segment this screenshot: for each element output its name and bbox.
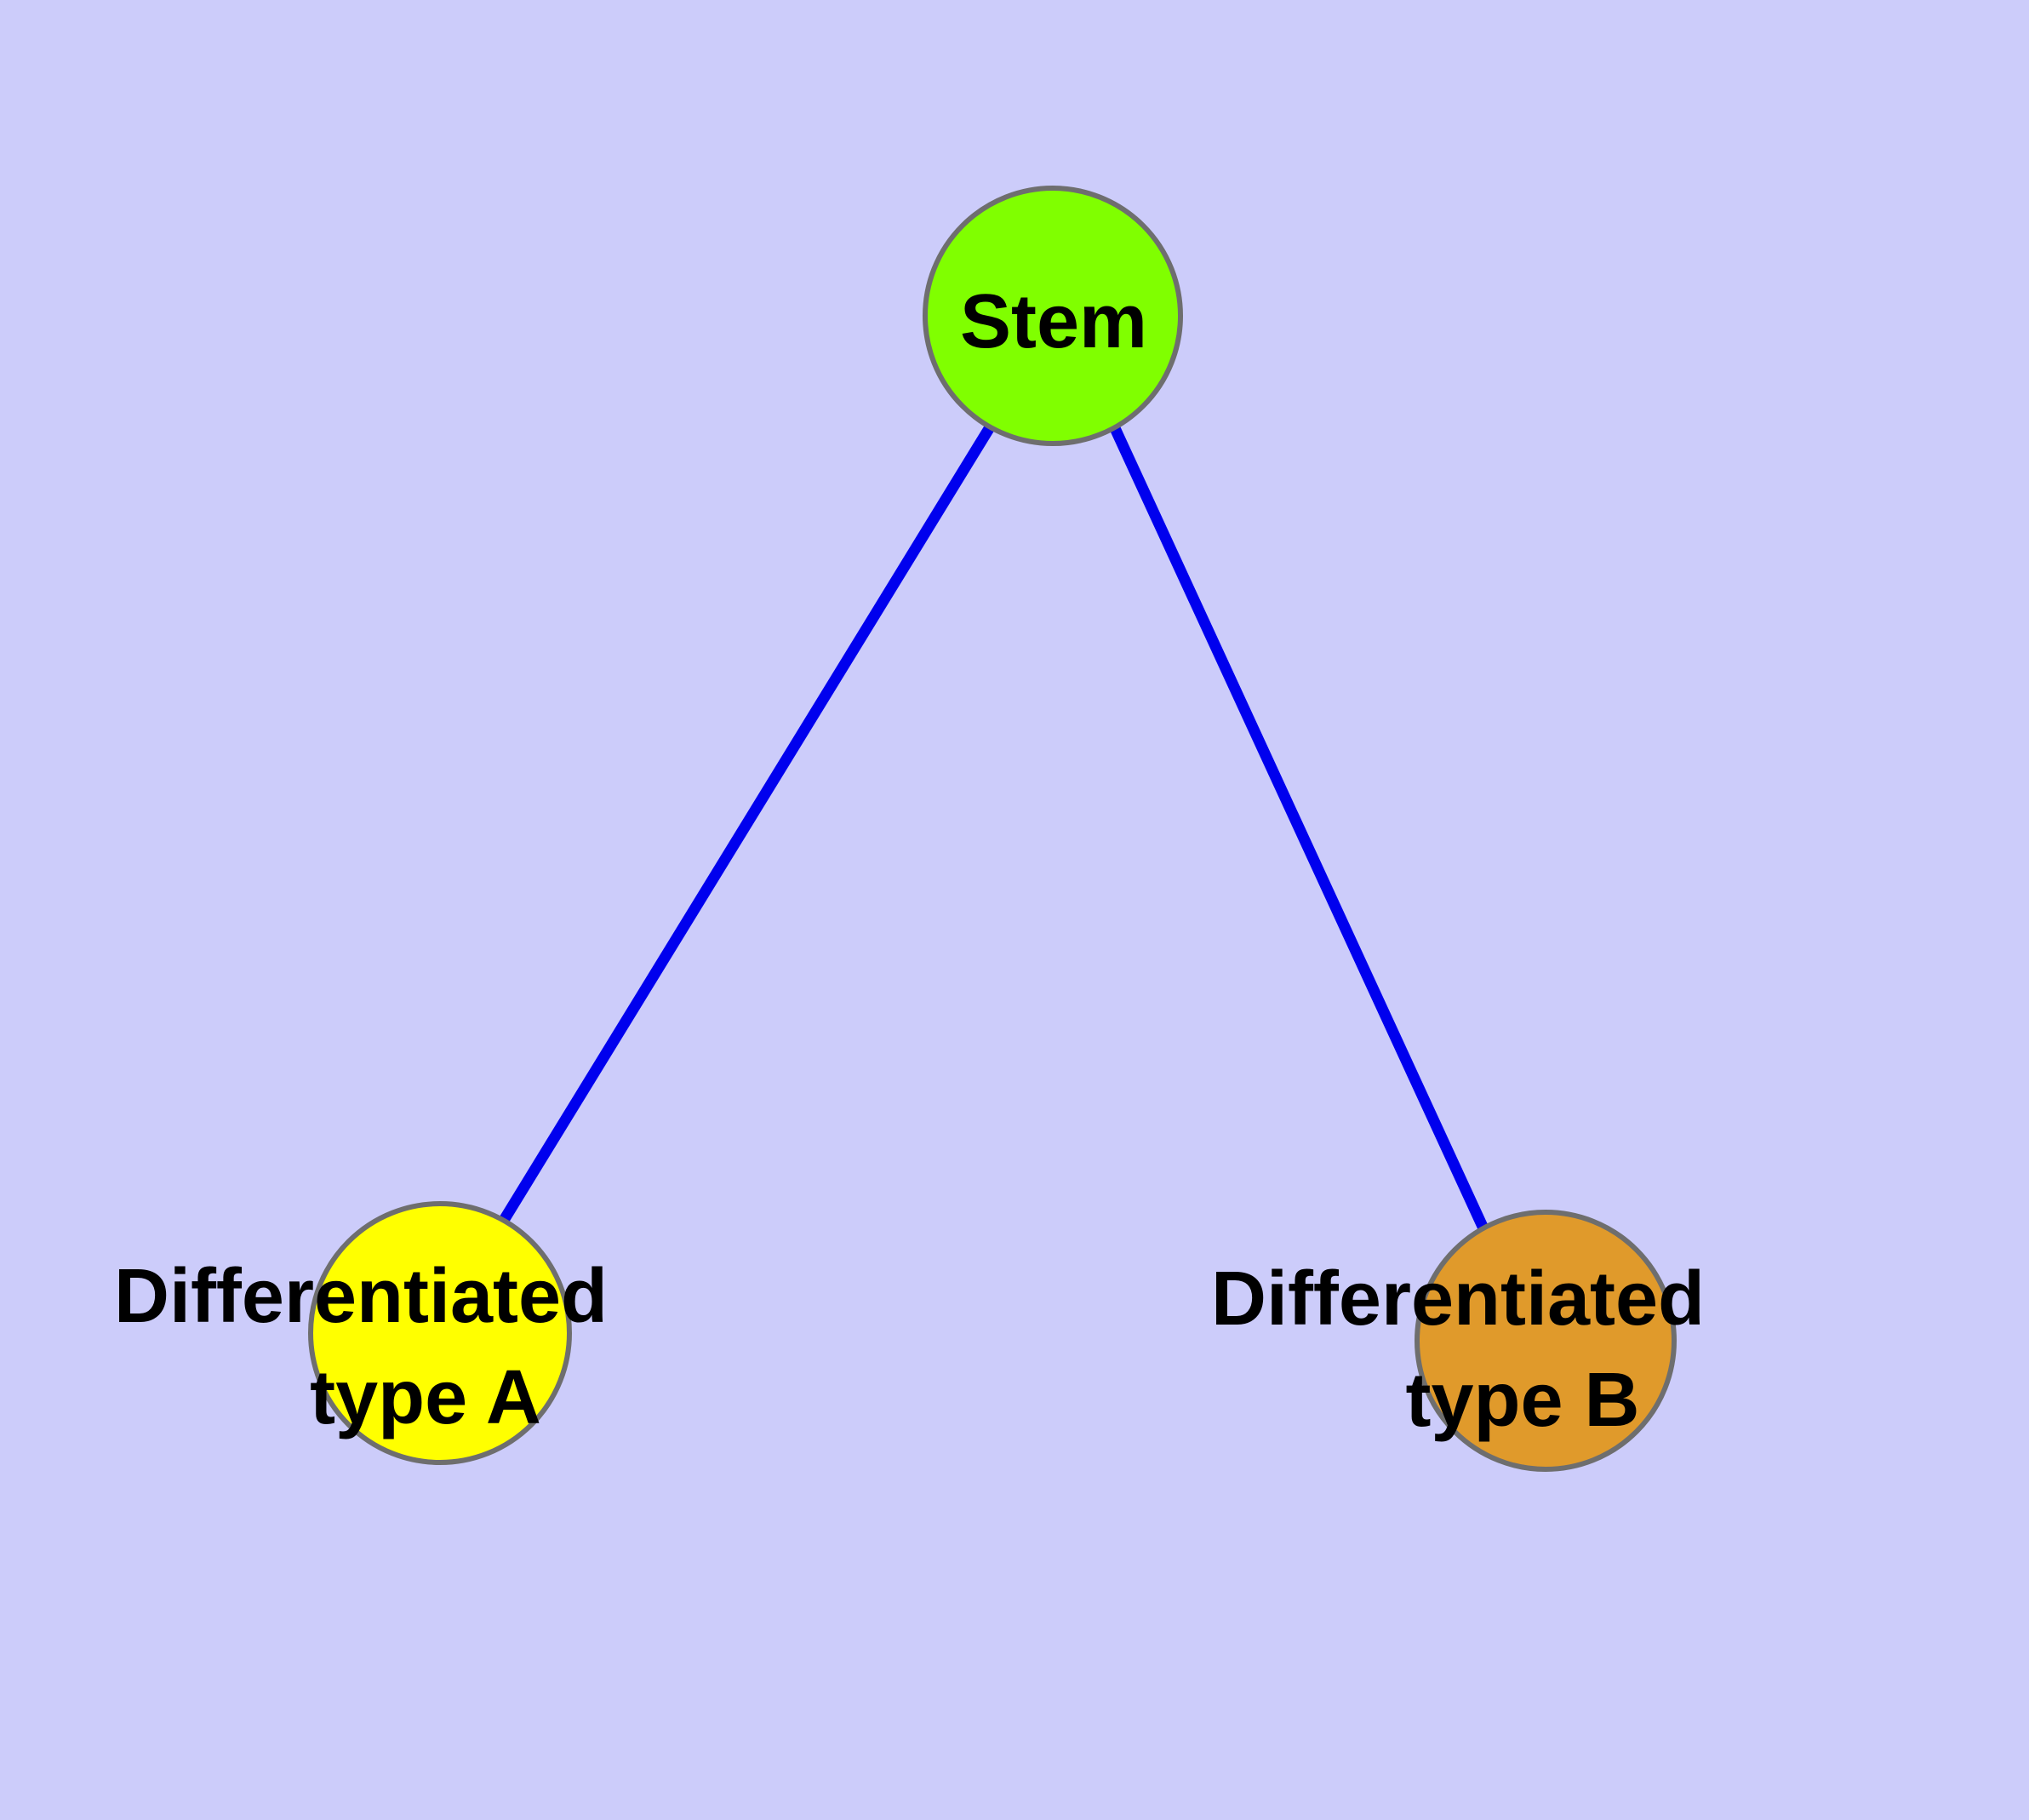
node-group bbox=[308, 186, 1677, 1472]
node-differentiated-type-b-label-line1: Differentiated bbox=[1211, 1256, 1705, 1342]
node-differentiated-type-a[interactable] bbox=[308, 1201, 572, 1465]
edge-group bbox=[498, 424, 1489, 1231]
node-differentiated-type-a-circle[interactable] bbox=[308, 1201, 572, 1465]
node-differentiated-type-a-label-line1: Differentiated bbox=[114, 1254, 608, 1339]
node-stem-label: Stem bbox=[960, 279, 1147, 364]
node-differentiated-type-b[interactable] bbox=[1415, 1210, 1677, 1472]
node-stem[interactable] bbox=[923, 186, 1183, 446]
node-differentiated-type-b-circle[interactable] bbox=[1415, 1210, 1677, 1472]
label-group: Stem Differentiated type A Differentiate… bbox=[114, 279, 1705, 1443]
node-stem-circle[interactable] bbox=[923, 186, 1183, 446]
node-differentiated-type-a-label-line2: type A bbox=[310, 1355, 541, 1440]
node-differentiated-type-b-label-line2: type B bbox=[1405, 1358, 1639, 1443]
edge-stem-to-differentiated-type-a[interactable] bbox=[498, 424, 995, 1225]
edge-stem-to-differentiated-type-b[interactable] bbox=[1110, 426, 1489, 1231]
